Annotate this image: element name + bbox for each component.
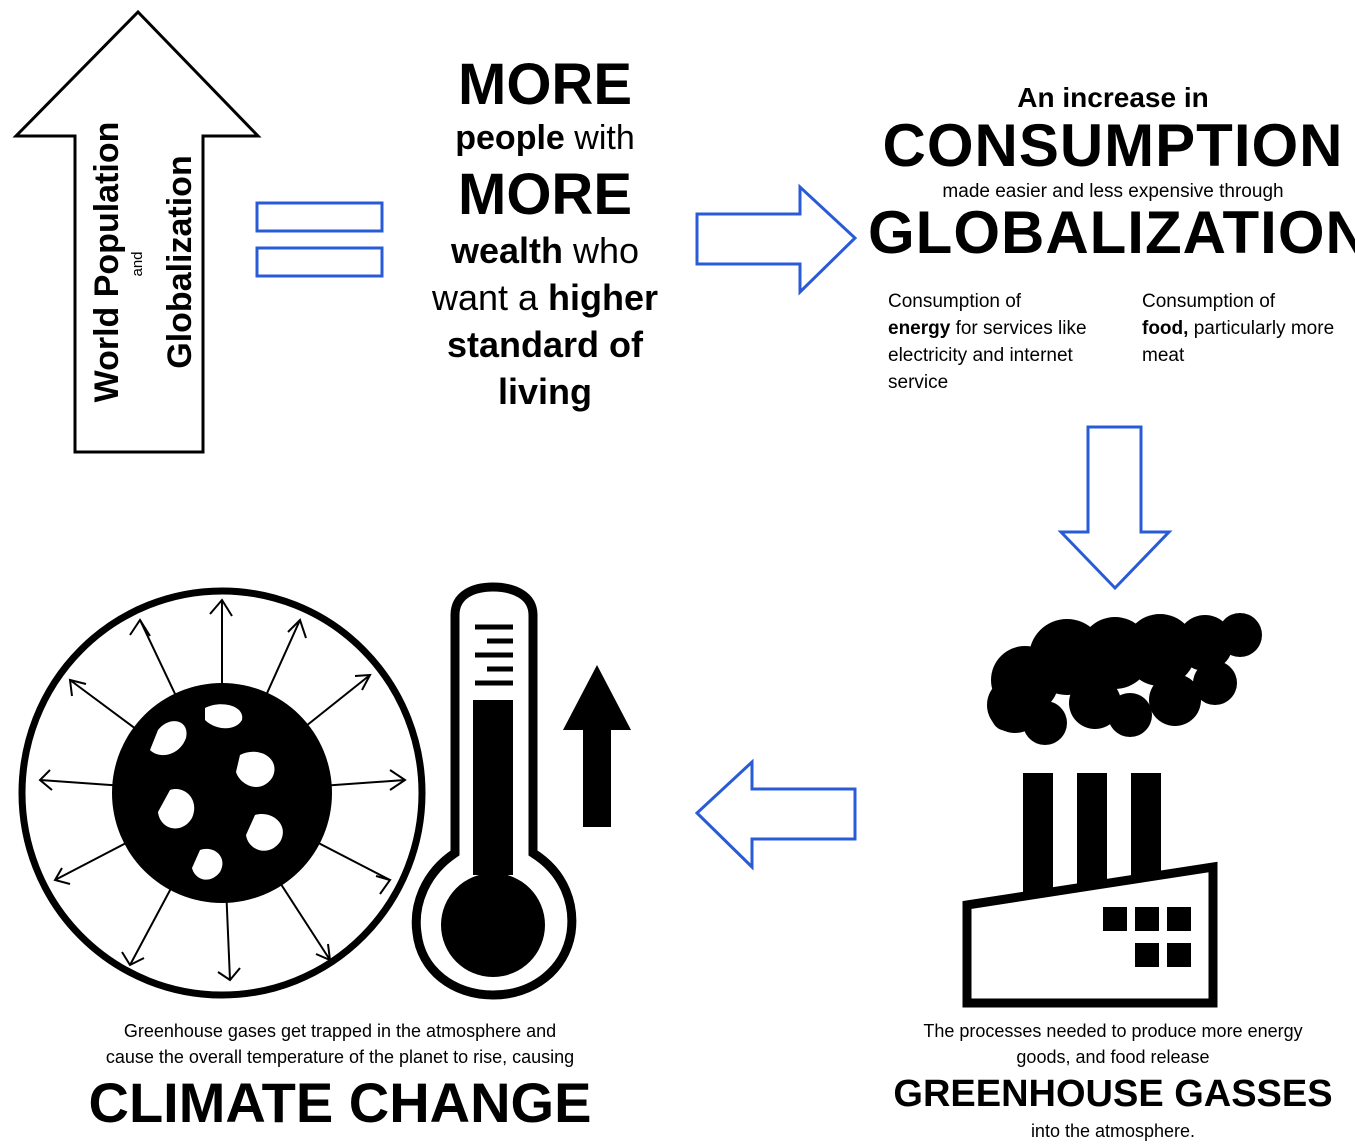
increase-intro: An increase in — [1017, 82, 1209, 113]
energy-rest: for services like electricity and intern… — [888, 318, 1087, 393]
wealth-word: wealth — [450, 230, 563, 272]
want-line: want a higher — [395, 275, 695, 322]
energy-prefix: Consumption of — [888, 291, 1022, 312]
consumption-title: CONSUMPTION — [882, 112, 1344, 179]
who-word: who — [562, 230, 640, 272]
globalization-title: GLOBALIZATION — [868, 199, 1355, 266]
food-rest: particularly more meat — [1142, 318, 1335, 366]
more-people-block: MORE people with MORE wealth who want a … — [395, 56, 695, 415]
with-word: with — [564, 119, 635, 157]
wealth-line: wealth who — [395, 228, 695, 275]
food-prefix: Consumption of — [1142, 291, 1276, 312]
greenhouse-caption-line2: goods, and food release — [1016, 1047, 1210, 1067]
greenhouse-title: GREENHOUSE GASSES — [893, 1073, 1333, 1115]
down-arrow-icon — [1057, 425, 1173, 591]
living-line: living — [497, 370, 592, 412]
want-a-text: want a — [431, 276, 549, 318]
food-note: Consumption of food, particularly more m… — [1142, 288, 1342, 369]
consumption-subtitle: made easier and less expensive through — [942, 181, 1284, 202]
climate-caption: Greenhouse gases get trapped in the atmo… — [10, 1018, 670, 1070]
energy-note: Consumption of energy for services like … — [888, 288, 1118, 396]
thermometer-icon — [411, 582, 631, 1000]
and-label: and — [129, 251, 146, 277]
climate-caption-line2: cause the overall temperature of the pla… — [105, 1047, 575, 1067]
greenhouse-caption: The processes needed to produce more ene… — [858, 1018, 1355, 1070]
people-line: people with — [395, 116, 695, 160]
people-word: people — [455, 119, 565, 157]
up-arrow-icon — [12, 9, 262, 454]
consumption-block: An increase in CONSUMPTION made easier a… — [868, 80, 1355, 264]
climate-change-title: CLIMATE CHANGE — [88, 1071, 592, 1134]
greenhouse-caption-line1: The processes needed to produce more ene… — [923, 1021, 1303, 1041]
left-arrow-icon — [694, 758, 857, 871]
more-heading-2: MORE — [458, 162, 632, 228]
world-population-label: World Population — [88, 121, 126, 403]
food-word: food, — [1142, 318, 1189, 339]
greenhouse-tail: into the atmosphere. — [1030, 1121, 1196, 1141]
equals-icon — [255, 201, 384, 278]
globe-icon — [18, 587, 426, 999]
climate-caption-line1: Greenhouse gases get trapped in the atmo… — [123, 1021, 557, 1041]
globalization-label: Globalization — [161, 155, 199, 369]
higher-word: higher — [548, 276, 659, 318]
energy-word: energy — [888, 318, 951, 339]
right-arrow-icon — [695, 183, 858, 296]
factory-icon — [962, 613, 1262, 1008]
more-heading-1: MORE — [458, 52, 632, 117]
standard-line: standard of — [446, 323, 643, 365]
